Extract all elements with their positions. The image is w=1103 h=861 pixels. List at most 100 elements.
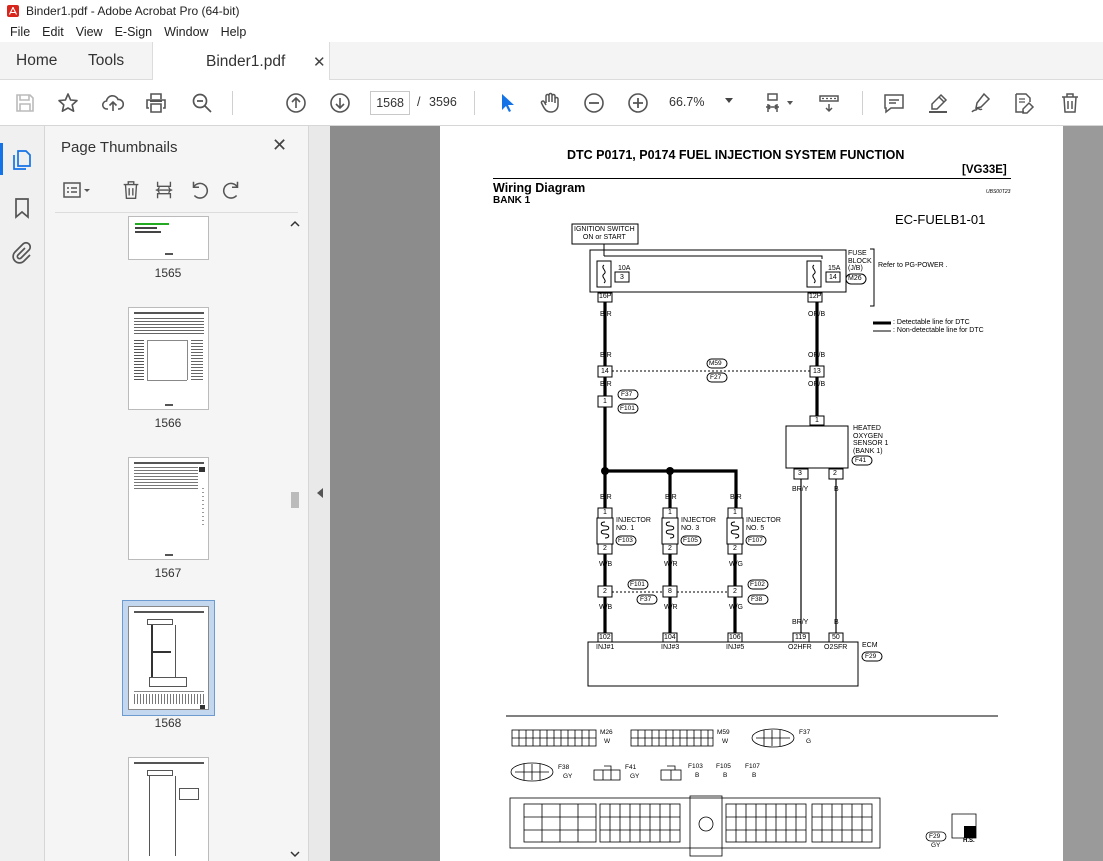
fuse-right-number: 14 [829,274,837,281]
toolbar-divider [862,91,863,115]
ecm-label: ECM [862,642,878,649]
thumbnail-label: 1566 [154,416,182,430]
page-fit-dropdown-icon[interactable] [787,101,793,105]
comment-icon[interactable] [881,90,907,116]
attachment-icon[interactable] [10,241,34,265]
zoom-in-icon[interactable] [625,90,651,116]
zoom-dropdown-icon[interactable] [725,98,733,103]
wire-label: B/R [600,352,612,359]
close-panel-icon[interactable]: ✕ [272,135,288,155]
acrobat-app-icon [7,5,19,17]
thumbnails-panel: Page Thumbnails ✕ 1565 1566 [45,126,308,861]
panel-splitter[interactable] [308,126,330,861]
ecm-pin-number: 106 [729,634,741,641]
menu-edit[interactable]: Edit [42,25,64,39]
menu-window[interactable]: Window [164,25,209,39]
page-number-input[interactable]: 1568 [370,91,410,115]
insert-pages-icon[interactable] [152,178,176,202]
thumbnail-options-icon[interactable] [59,178,95,202]
page-thumbnails-icon[interactable] [10,148,34,172]
pin-label: 2 [668,545,672,552]
thumbnails-scrollbar[interactable] [289,219,301,859]
document-view[interactable]: DTC P0171, P0174 FUEL INJECTION SYSTEM F… [330,126,1103,861]
connector-id: F27 [710,374,722,381]
tab-close-icon[interactable]: ✕ [313,54,326,71]
window-title: Binder1.pdf - Adobe Acrobat Pro (64-bit) [26,4,240,18]
hand-tool-icon[interactable] [537,90,563,116]
rotate-counterclockwise-icon[interactable] [187,178,211,202]
zoom-search-icon[interactable] [189,90,215,116]
zoom-level[interactable]: 66.7% [669,95,705,109]
collapse-panel-icon[interactable] [317,488,323,498]
connector-table-color: G [806,738,812,745]
page-thumbnail[interactable] [128,757,209,861]
wire-label: B/R [600,381,612,388]
scrollbar-thumb[interactable] [291,492,299,508]
pin-label: 1 [603,509,607,516]
edit-pdf-icon[interactable] [1011,90,1037,116]
document-code: UBS00T23 [986,189,1011,195]
connector-table-color: GY [931,842,941,849]
connector-id: F38 [751,596,763,603]
ecm-pin-number: 50 [832,634,840,641]
page-thumbnail[interactable] [128,216,209,260]
document-side-strip [1063,126,1103,861]
thumbnails-panel-title: Page Thumbnails [61,139,178,156]
scroll-down-icon[interactable] [290,849,300,859]
tab-bar: Home Tools Binder1.pdf ✕ [0,42,1103,81]
fuse-reference: Refer to PG-POWER . [878,262,948,269]
page-fit-icon[interactable] [762,90,788,116]
highlight-pen-icon[interactable] [925,90,951,116]
select-cursor-icon[interactable] [494,90,520,116]
pin-label: 1 [603,398,607,405]
subsection-title: BANK 1 [493,195,531,206]
heated-oxygen-sensor-label: HEATED OXYGEN SENSOR 1 (BANK 1) [853,425,889,455]
scroll-mode-icon[interactable] [816,90,842,116]
previous-page-icon[interactable] [283,90,309,116]
connector-table-color: W [604,738,611,745]
connector-table-id: F38 [558,764,570,771]
menu-help[interactable]: Help [220,25,247,39]
wire-label: OR/B [808,352,826,359]
tab-tools[interactable]: Tools [88,52,125,69]
cloud-upload-icon[interactable] [100,90,126,116]
pin-label: 1 [815,417,819,424]
next-page-icon[interactable] [327,90,353,116]
thumbnail-label: 1568 [154,716,182,730]
page-heading: DTC P0171, P0174 FUEL INJECTION SYSTEM F… [567,148,905,162]
injector-label: INJECTOR NO. 5 [746,517,781,532]
page-thumbnail[interactable] [128,457,209,560]
delete-icon[interactable] [1057,90,1083,116]
scroll-up-icon[interactable] [290,219,300,229]
ignition-switch-label: IGNITION SWITCH ON or START [574,226,635,241]
draw-signature-icon[interactable] [968,90,994,116]
pin-label: 3 [798,470,802,477]
print-icon[interactable] [143,90,169,116]
navigation-rail [0,126,45,861]
fuse-right-pin: 12P [809,293,822,300]
menu-bar: File Edit View E-Sign Window Help [0,22,1103,42]
tab-document-label: Binder1.pdf [206,52,286,70]
delete-pages-icon[interactable] [119,178,143,202]
tab-document[interactable]: Binder1.pdf [152,42,330,81]
pin-label: 2 [833,470,837,477]
page-thumbnail-selected[interactable] [128,606,209,710]
pin-label: 2 [603,545,607,552]
zoom-out-icon[interactable] [581,90,607,116]
toolbar-divider [474,91,475,115]
page-thumbnail[interactable] [128,307,209,410]
rotate-clockwise-icon[interactable] [220,178,244,202]
connector-id: F105 [683,537,698,544]
tab-home[interactable]: Home [16,52,58,69]
save-icon[interactable] [12,90,38,116]
connector-table-id: F105 [716,763,731,770]
star-icon[interactable] [55,90,81,116]
panel-divider [55,212,298,213]
fuse-left-number: 3 [620,274,624,281]
bookmark-icon[interactable] [10,196,34,220]
menu-file[interactable]: File [10,25,31,39]
menu-view[interactable]: View [75,25,103,39]
menu-esign[interactable]: E-Sign [114,25,153,39]
pin-label: 1 [668,509,672,516]
legend-non-detectable: : Non-detectable line for DTC [893,327,984,334]
